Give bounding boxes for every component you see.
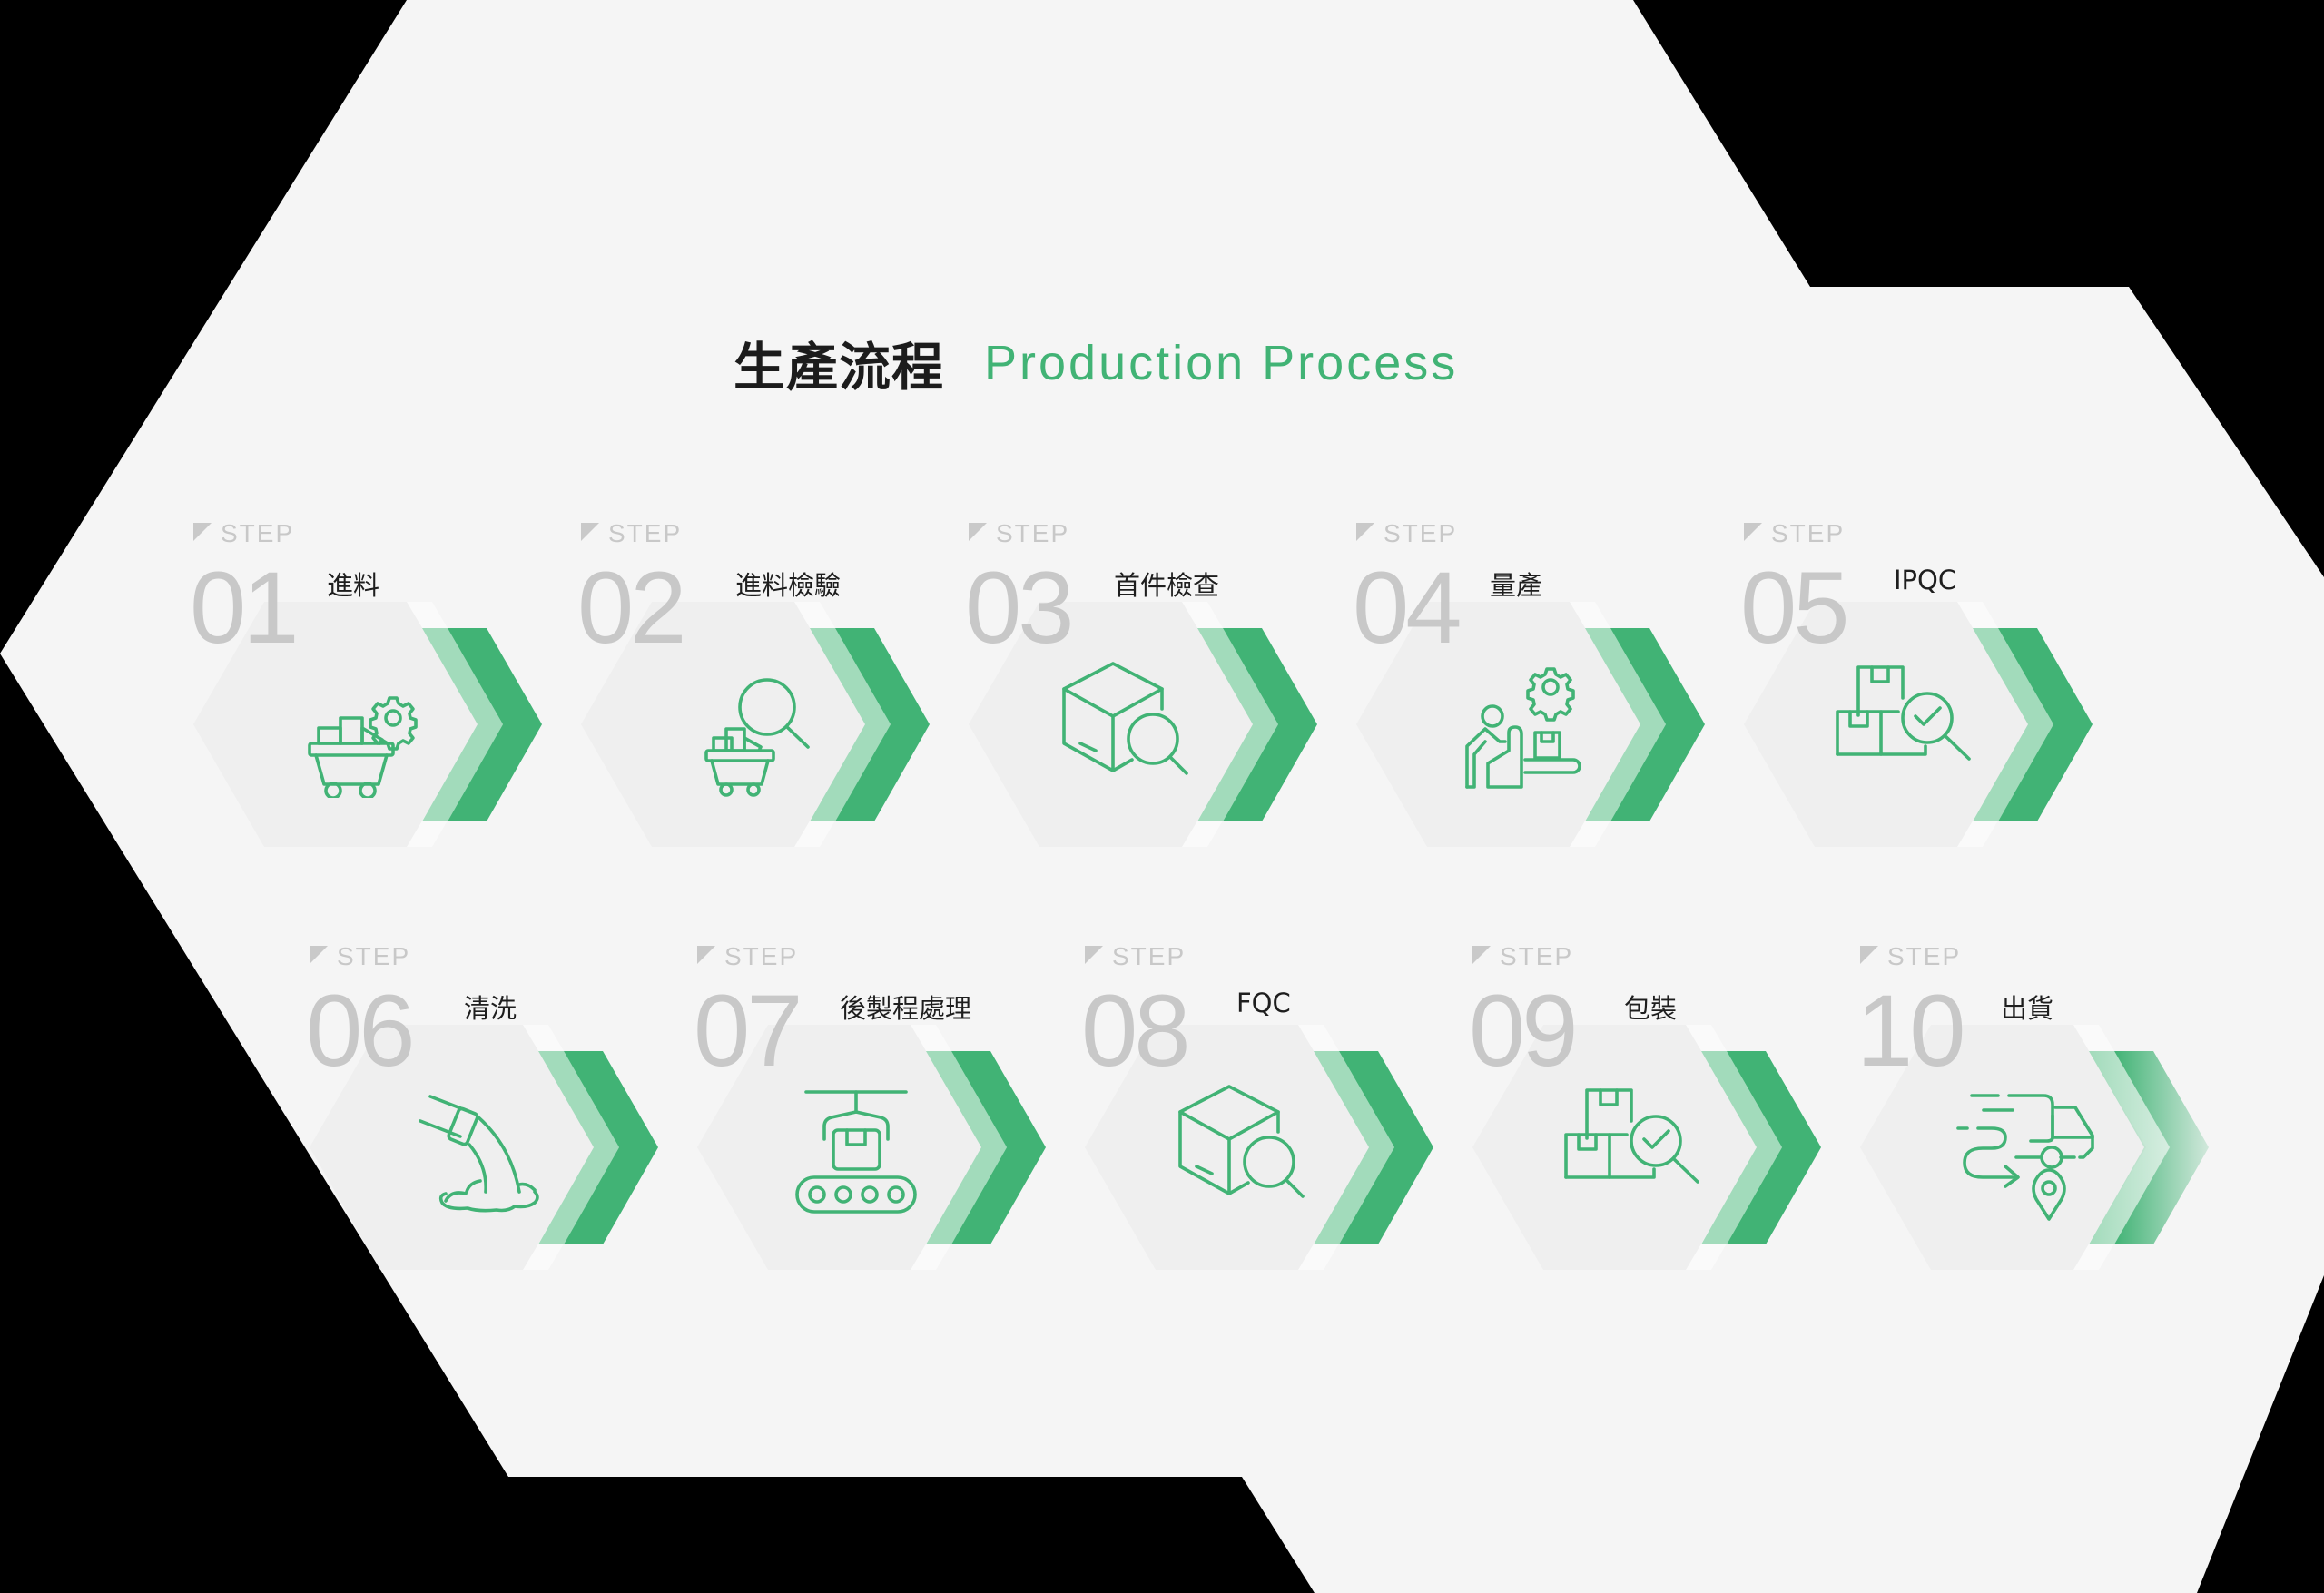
chevron-arrow-light-icon xyxy=(926,1051,1007,1244)
box-search-icon xyxy=(1167,1076,1321,1221)
title-english: Production Process xyxy=(984,336,1459,390)
step-hexagon-chevron xyxy=(581,602,930,847)
corner-triangle-icon xyxy=(969,523,987,541)
chevron-arrow-icon xyxy=(1610,628,1705,821)
conveyor-crane-box-icon xyxy=(779,1076,933,1221)
step-label: STEP xyxy=(193,521,294,546)
step-prefix: STEP xyxy=(724,942,799,970)
step-number: 08 xyxy=(1081,974,1191,1087)
step-label: STEP xyxy=(1356,521,1457,546)
step-number: 07 xyxy=(694,974,803,1087)
cart-search-icon xyxy=(663,653,817,798)
process-step-card-10: STEP 10 出貨 xyxy=(1856,944,2223,1289)
chevron-arrow-light-icon xyxy=(422,628,503,821)
chevron-arrow-light-icon xyxy=(1314,1051,1394,1244)
process-step-card-04: STEP 04 量產 xyxy=(1353,521,1719,866)
step-number: 02 xyxy=(577,551,687,664)
chevron-arrow-light-icon xyxy=(1973,628,2053,821)
process-step-card-07: STEP 07 後製程處理 xyxy=(694,944,1060,1289)
step-label: STEP xyxy=(1860,944,1961,969)
step-prefix: STEP xyxy=(1771,519,1846,547)
step-number: 04 xyxy=(1353,551,1462,664)
boxes-check-search-icon xyxy=(1826,653,1980,798)
chevron-arrow-icon xyxy=(2114,1051,2209,1244)
step-title: 後製程處理 xyxy=(840,993,972,1024)
step-title: FQC xyxy=(1236,988,1291,1018)
step-prefix: STEP xyxy=(1384,519,1458,547)
chevron-arrow-icon xyxy=(835,628,930,821)
step-hexagon-chevron xyxy=(697,1025,1046,1270)
chevron-arrow-light-icon xyxy=(810,628,891,821)
corner-triangle-icon xyxy=(581,523,599,541)
step-label: STEP xyxy=(1085,944,1186,969)
step-number: 05 xyxy=(1740,551,1850,664)
corner-triangle-icon xyxy=(1356,523,1374,541)
chevron-arrow-light-icon xyxy=(1197,628,1278,821)
step-number: 01 xyxy=(190,551,300,664)
chevron-arrow-icon xyxy=(564,1051,658,1244)
step-number: 09 xyxy=(1469,974,1579,1087)
process-step-card-08: STEP 08 FQC xyxy=(1081,944,1448,1289)
step-prefix: STEP xyxy=(1500,942,1574,970)
process-step-card-02: STEP 02 進料檢驗 xyxy=(577,521,944,866)
step-prefix: STEP xyxy=(996,519,1070,547)
cart-gear-icon xyxy=(275,653,429,800)
step-number: 03 xyxy=(965,551,1075,664)
step-hexagon-chevron xyxy=(1744,602,2093,847)
step-title: 出貨 xyxy=(2001,993,2054,1024)
corner-triangle-icon xyxy=(1860,946,1878,964)
chevron-arrow-light-icon xyxy=(2089,1051,2170,1244)
title-chinese: 生產流程 xyxy=(734,338,944,398)
step-title: 進料 xyxy=(327,570,380,601)
corner-triangle-icon xyxy=(697,946,715,964)
step-number: 06 xyxy=(306,974,416,1087)
step-prefix: STEP xyxy=(608,519,683,547)
step-prefix: STEP xyxy=(1112,942,1187,970)
step-label: STEP xyxy=(581,521,682,546)
corner-triangle-icon xyxy=(1472,946,1491,964)
step-label: STEP xyxy=(697,944,798,969)
step-prefix: STEP xyxy=(221,519,295,547)
delivery-truck-location-icon xyxy=(1942,1076,2096,1221)
boxes-check-search-icon xyxy=(1554,1076,1709,1221)
step-title: 量產 xyxy=(1490,570,1543,601)
step-label: STEP xyxy=(969,521,1069,546)
process-step-card-06: STEP 06 清洗 xyxy=(306,944,673,1289)
chevron-arrow-icon xyxy=(1998,628,2093,821)
step-label: STEP xyxy=(310,944,410,969)
step-title: 清洗 xyxy=(464,993,517,1024)
step-title: IPQC xyxy=(1894,565,1957,595)
corner-triangle-icon xyxy=(1744,523,1762,541)
pipe-pour-icon xyxy=(391,1076,546,1221)
step-title: 首件檢查 xyxy=(1114,570,1220,601)
process-step-card-01: STEP 01 進料 xyxy=(190,521,556,866)
page-title: 生產流程 Production Process xyxy=(734,327,1458,399)
step-title: 進料檢驗 xyxy=(735,570,842,601)
chevron-arrow-light-icon xyxy=(1701,1051,1782,1244)
step-prefix: STEP xyxy=(1887,942,1962,970)
step-hexagon-chevron xyxy=(1860,1025,2209,1270)
corner-triangle-icon xyxy=(193,523,212,541)
chevron-arrow-icon xyxy=(951,1051,1046,1244)
corner-triangle-icon xyxy=(1085,946,1103,964)
chevron-arrow-icon xyxy=(448,628,542,821)
step-label: STEP xyxy=(1744,521,1845,546)
chevron-arrow-icon xyxy=(1223,628,1317,821)
box-search-icon xyxy=(1050,653,1205,798)
worker-conveyor-gear-icon xyxy=(1438,653,1592,798)
chevron-arrow-icon xyxy=(1339,1051,1433,1244)
corner-triangle-icon xyxy=(310,946,328,964)
step-number: 10 xyxy=(1856,974,1966,1087)
step-label: STEP xyxy=(1472,944,1573,969)
process-step-card-03: STEP 03 首件檢查 xyxy=(965,521,1332,866)
chevron-arrow-icon xyxy=(1727,1051,1821,1244)
step-title: 包裝 xyxy=(1624,993,1678,1024)
step-prefix: STEP xyxy=(337,942,411,970)
process-step-card-09: STEP 09 包裝 xyxy=(1469,944,1836,1289)
step-hexagon-chevron xyxy=(1472,1025,1821,1270)
chevron-arrow-light-icon xyxy=(1585,628,1666,821)
chevron-arrow-light-icon xyxy=(538,1051,619,1244)
process-step-card-05: STEP 05 IPQC xyxy=(1740,521,2107,866)
